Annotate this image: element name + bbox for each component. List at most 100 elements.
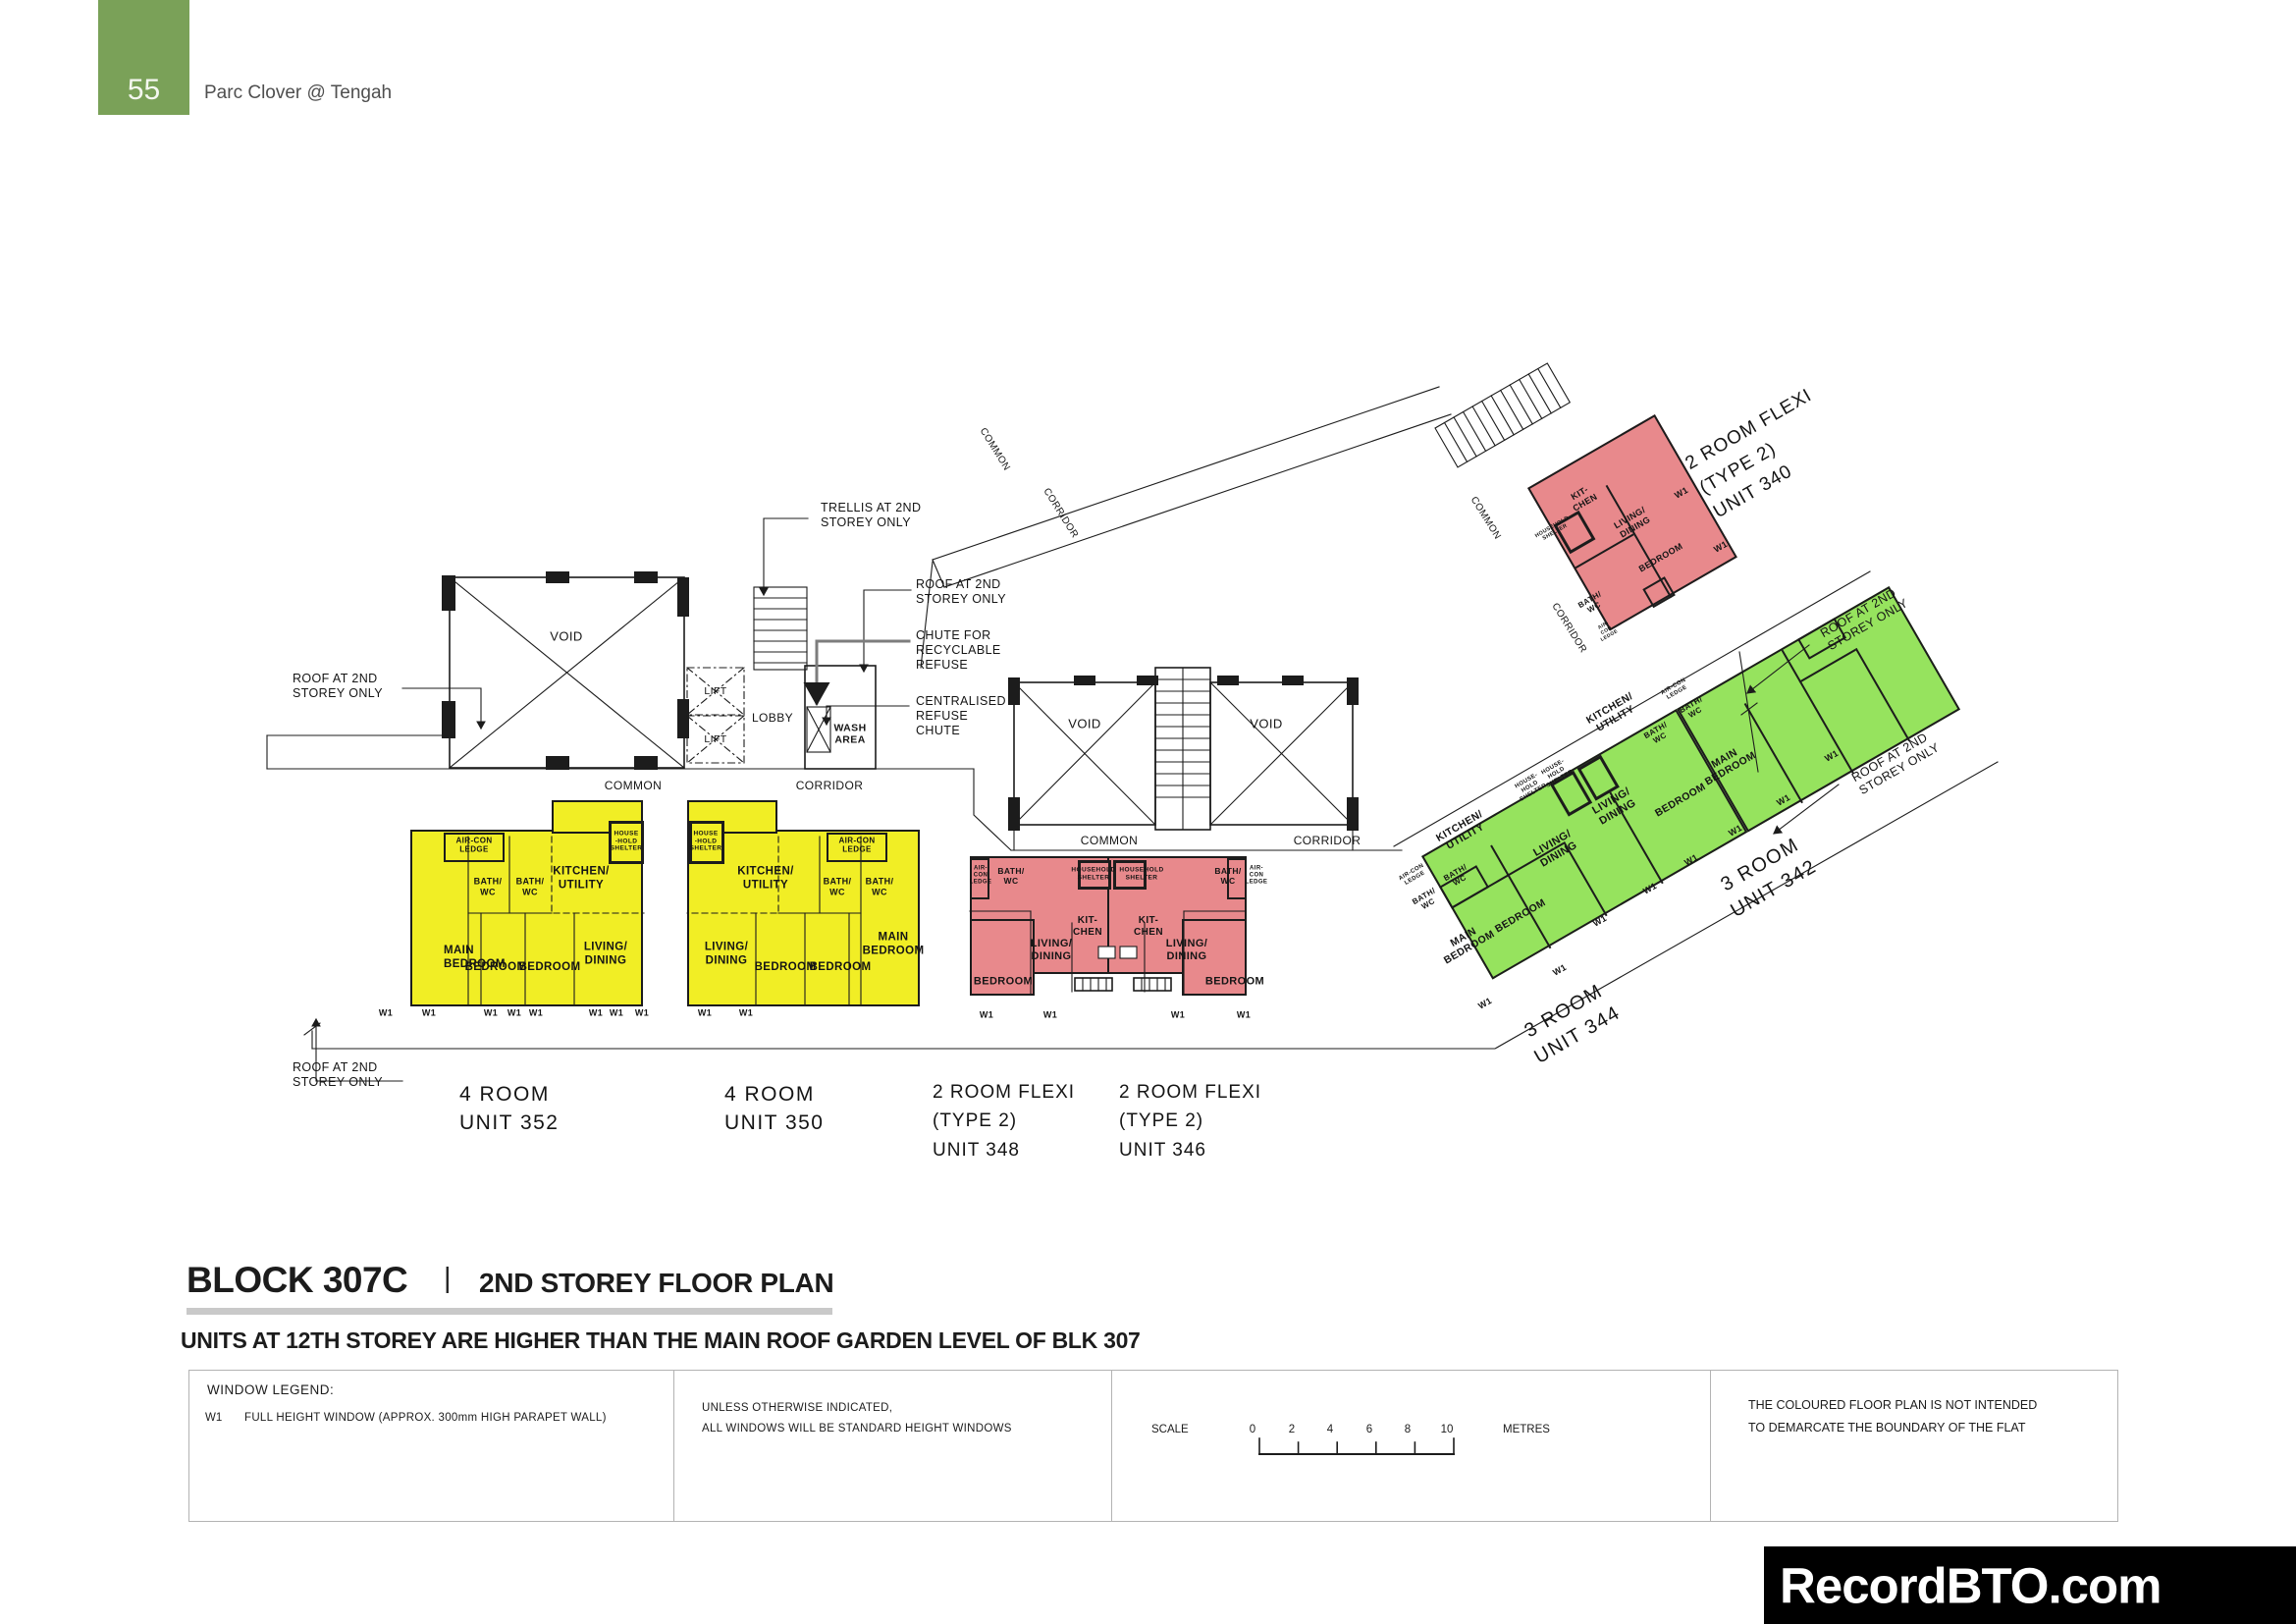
window-w1: W1: [1170, 1009, 1186, 1020]
lift-label-bottom: LIFT: [704, 732, 727, 745]
project-title: Parc Clover @ Tengah: [204, 82, 393, 103]
scale-tick: 4: [1326, 1424, 1334, 1435]
household-shelter-box: [609, 821, 644, 864]
disclaimer-text: THE COLOURED FLOOR PLAN IS NOT INTENDED …: [1748, 1398, 2038, 1435]
living-dining-340: LIVING/ DINING: [1612, 504, 1652, 540]
window-legend-code: W1: [205, 1412, 223, 1424]
unit-348-bedroom-wing: [970, 919, 1035, 996]
roof-note-left: ROOF AT 2ND STOREY ONLY: [293, 672, 383, 700]
title-underline-bar: [187, 1308, 832, 1315]
window-w1: W1: [1682, 851, 1700, 868]
roof-note-bottom-left: ROOF AT 2ND STOREY ONLY: [293, 1060, 383, 1089]
wash-area-room: [804, 665, 877, 770]
kitchen-utility-352: KITCHEN/ UTILITY: [553, 865, 610, 891]
unit-348-label: 2 ROOM FLEXI (TYPE 2) UNIT 348: [933, 1082, 1076, 1161]
window-w1: W1: [1042, 1009, 1058, 1020]
window-legend-heading: WINDOW LEGEND:: [207, 1382, 335, 1397]
bath-wc-350-a: BATH/ WC: [823, 876, 852, 896]
window-w1: W1: [738, 1007, 754, 1018]
lift-shafts: [686, 667, 745, 764]
interior-walls-348-346: [969, 910, 1246, 995]
scale-unit: METRES: [1503, 1424, 1550, 1435]
scale-tick: 2: [1288, 1424, 1296, 1435]
unit-352-label: 4 ROOM UNIT 352: [459, 1083, 560, 1135]
link-corridor-340: [920, 386, 1452, 669]
aircon-ledge-346: AIR- CON LEDGE: [1245, 865, 1268, 886]
common-label-340: COMMON: [1468, 495, 1504, 542]
living-dining-348: LIVING/ DINING: [1030, 938, 1073, 962]
block-title: BLOCK 307C: [187, 1260, 408, 1300]
scale-tick: 0: [1249, 1424, 1256, 1435]
living-dining-350: LIVING/ DINING: [704, 941, 749, 966]
void-label-mid-left: VOID: [1068, 716, 1101, 731]
aircon-ledge-352: AIR-CON LEDGE: [455, 836, 493, 854]
aircon-ledge-350: AIR-CON LEDGE: [838, 836, 876, 854]
wash-area-label: WASH AREA: [833, 722, 867, 746]
scale-box: SCALE 0 2 4 6 8 10 METRES: [1111, 1370, 1711, 1522]
common-label-diag: COMMON: [977, 426, 1013, 473]
corridor-label-diag: CORRIDOR: [1041, 486, 1081, 541]
kitchen-utility-344: KITCHEN/ UTILITY: [1433, 808, 1487, 853]
aircon-ledge-box: [970, 858, 989, 899]
bedroom-352-b: BEDROOM: [518, 961, 581, 974]
bath-wc-340: BATH/ WC: [1576, 589, 1603, 616]
bedroom-348: BEDROOM: [973, 975, 1034, 988]
window-w1: W1: [1673, 484, 1690, 501]
watermark-text: RecordBTO.com: [1780, 1557, 2162, 1613]
watermark-banner: RecordBTO.com: [1764, 1546, 2296, 1624]
lift-label-top: LIFT: [704, 684, 727, 697]
corridor-lines: [973, 570, 1871, 851]
staircase-340: [1434, 362, 1572, 468]
window-w1: W1: [483, 1007, 499, 1018]
household-shelter-348: HOUSEHOLD SHELTER: [1071, 866, 1116, 881]
kitchen-348: KIT- CHEN: [1073, 915, 1102, 938]
bedroom-344: BEDROOM: [1492, 896, 1548, 936]
aircon-ledge-box: [827, 833, 887, 862]
unit-350-label: 4 ROOM UNIT 350: [724, 1083, 825, 1135]
bath-wc-346: BATH/ WC: [1214, 865, 1242, 886]
household-shelter-340: HOUSEHOLD SHELTER: [1533, 514, 1571, 543]
page-number-tab: 55: [98, 0, 189, 115]
bedroom-346: BEDROOM: [1204, 975, 1265, 988]
common-label-left: COMMON: [604, 778, 663, 792]
window-w1: W1: [697, 1007, 713, 1018]
void-cluster-mid: [1008, 667, 1359, 851]
living-dining-352: LIVING/ DINING: [583, 941, 628, 966]
annotation-leaders: [311, 517, 1840, 1082]
main-bedroom-352: MAIN BEDROOM: [444, 945, 506, 970]
corridor-label-mid: CORRIDOR: [1293, 833, 1362, 847]
household-shelter-box: [1078, 860, 1111, 890]
window-w1: W1: [378, 1007, 394, 1018]
window-w1: W1: [421, 1007, 437, 1018]
aircon-ledge-344: AIR-CON LEDGE: [1398, 862, 1426, 887]
aircon-ledge-box: [1227, 858, 1247, 899]
scale-tick: 10: [1440, 1424, 1454, 1435]
staircase-main: [753, 586, 808, 671]
interior-walls-352: [467, 836, 645, 1005]
window-w1: W1: [1712, 538, 1730, 555]
bath-wc-350-b: BATH/ WC: [865, 876, 894, 896]
bottom-boundary: [303, 651, 1999, 1050]
window-w1: W1: [1775, 791, 1792, 808]
window-w1: W1: [1823, 747, 1841, 764]
disclaimer-box: THE COLOURED FLOOR PLAN IS NOT INTENDED …: [1710, 1370, 2118, 1522]
void-left: [442, 571, 689, 770]
living-dining-346: LIVING/ DINING: [1165, 938, 1208, 962]
household-shelter-352: HOUSE -HOLD SHELTER: [610, 830, 643, 852]
window-note-box: UNLESS OTHERWISE INDICATED, ALL WINDOWS …: [673, 1370, 1112, 1522]
window-w1: W1: [609, 1007, 624, 1018]
aircon-ledge-348: AIR- CON LEDGE: [969, 865, 992, 886]
bedroom-350-b: BEDROOM: [809, 961, 872, 974]
kitchen-340: KIT- CHEN: [1569, 484, 1599, 514]
bath-wc-344-b: BATH/ WC: [1411, 886, 1437, 912]
plan-subtitle: UNITS AT 12TH STOREY ARE HIGHER THAN THE…: [181, 1327, 1141, 1353]
window-w1: W1: [979, 1009, 994, 1020]
scale-tick: 6: [1365, 1424, 1373, 1435]
common-label-mid: COMMON: [1080, 833, 1139, 847]
interior-walls-350: [686, 836, 862, 1005]
window-w1: W1: [528, 1007, 544, 1018]
bedroom-342: BEDROOM: [1652, 781, 1708, 820]
